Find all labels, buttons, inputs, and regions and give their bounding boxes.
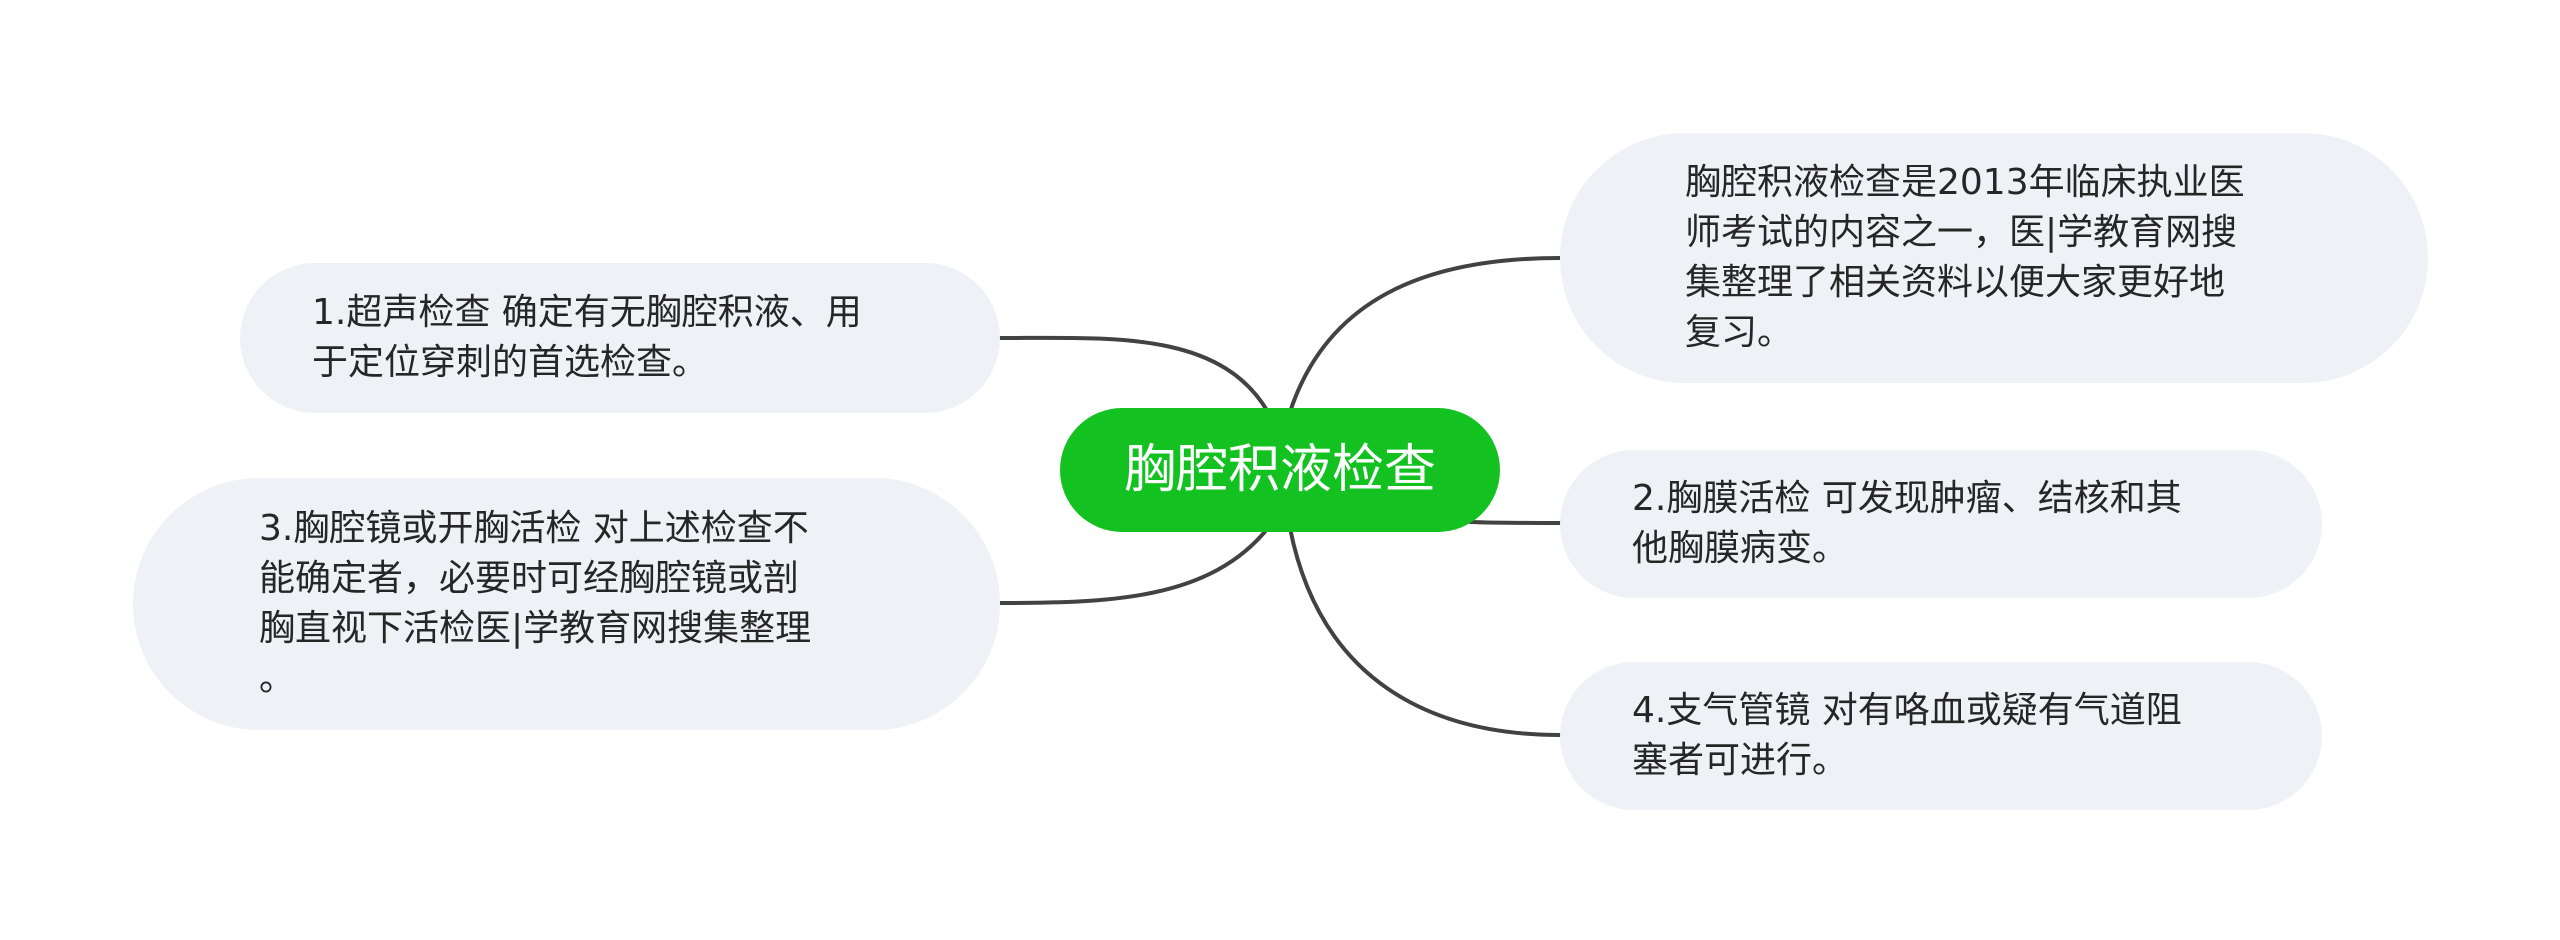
node-bronchoscopy-text: 4.支气管镜 对有咯血或疑有气道阻 塞者可进行。 [1632, 690, 2182, 781]
node-bronchoscopy[interactable]: 4.支气管镜 对有咯血或疑有气道阻 塞者可进行。 [1560, 662, 2322, 810]
central-topic-label: 胸腔积液检查 [1123, 440, 1436, 500]
node-ultrasound[interactable]: 1.超声检查 确定有无胸腔积液、用 于定位穿刺的首选检查。 [240, 263, 1000, 413]
connector-ultrasound [998, 335, 1270, 414]
node-intro-text: 胸腔积液检查是2013年临床执业医 师考试的内容之一，医|学教育网搜 集整理了相… [1685, 162, 2245, 353]
connector-intro [1288, 256, 1562, 414]
node-pleural-biopsy-text: 2.胸膜活检 可发现肿瘤、结核和其 他胸膜病变。 [1632, 478, 2182, 569]
central-topic[interactable]: 胸腔积液检查 [1060, 408, 1500, 532]
node-ultrasound-text: 1.超声检查 确定有无胸腔积液、用 于定位穿刺的首选检查。 [312, 292, 862, 383]
connector-thoracoscopy [998, 526, 1270, 605]
connector-bronchoscopy [1288, 526, 1562, 737]
node-intro[interactable]: 胸腔积液检查是2013年临床执业医 师考试的内容之一，医|学教育网搜 集整理了相… [1560, 133, 2428, 383]
node-pleural-biopsy[interactable]: 2.胸膜活检 可发现肿瘤、结核和其 他胸膜病变。 [1560, 450, 2322, 598]
node-thoracoscopy-text: 3.胸腔镜或开胸活检 对上述检查不 能确定者，必要时可经胸腔镜或剖 胸直视下活检… [259, 508, 812, 699]
node-thoracoscopy[interactable]: 3.胸腔镜或开胸活检 对上述检查不 能确定者，必要时可经胸腔镜或剖 胸直视下活检… [133, 478, 1000, 730]
connector-pleural-biopsy [1468, 520, 1562, 525]
